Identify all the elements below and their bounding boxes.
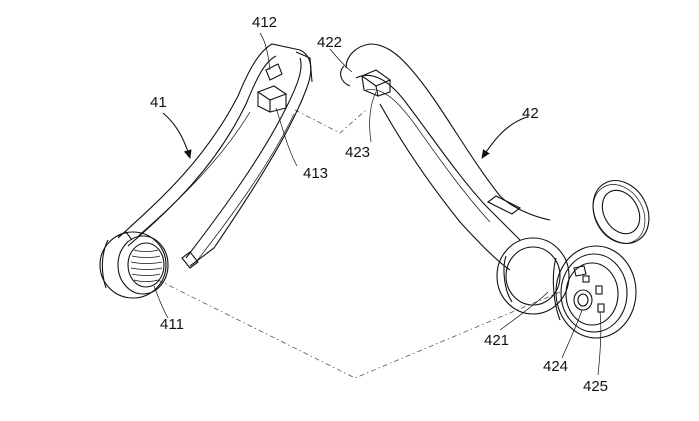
- label-412: 412: [252, 14, 277, 31]
- assembly-lines: [157, 109, 561, 379]
- label-424: 424: [543, 358, 568, 375]
- label-423: 423: [345, 144, 370, 161]
- left-arm-41: [99, 43, 313, 299]
- right-arm-42: [340, 43, 637, 339]
- label-413: 413: [303, 165, 328, 182]
- label-422: 422: [317, 34, 342, 51]
- washer: [592, 180, 650, 244]
- label-42: 42: [522, 105, 539, 122]
- label-425: 425: [583, 378, 608, 395]
- labels: 41 42 412 422 423 413 411 421 424 425: [150, 14, 608, 395]
- label-411: 411: [160, 316, 184, 333]
- label-41: 41: [150, 94, 167, 111]
- leader-lines: [153, 32, 602, 376]
- label-421: 421: [484, 332, 509, 349]
